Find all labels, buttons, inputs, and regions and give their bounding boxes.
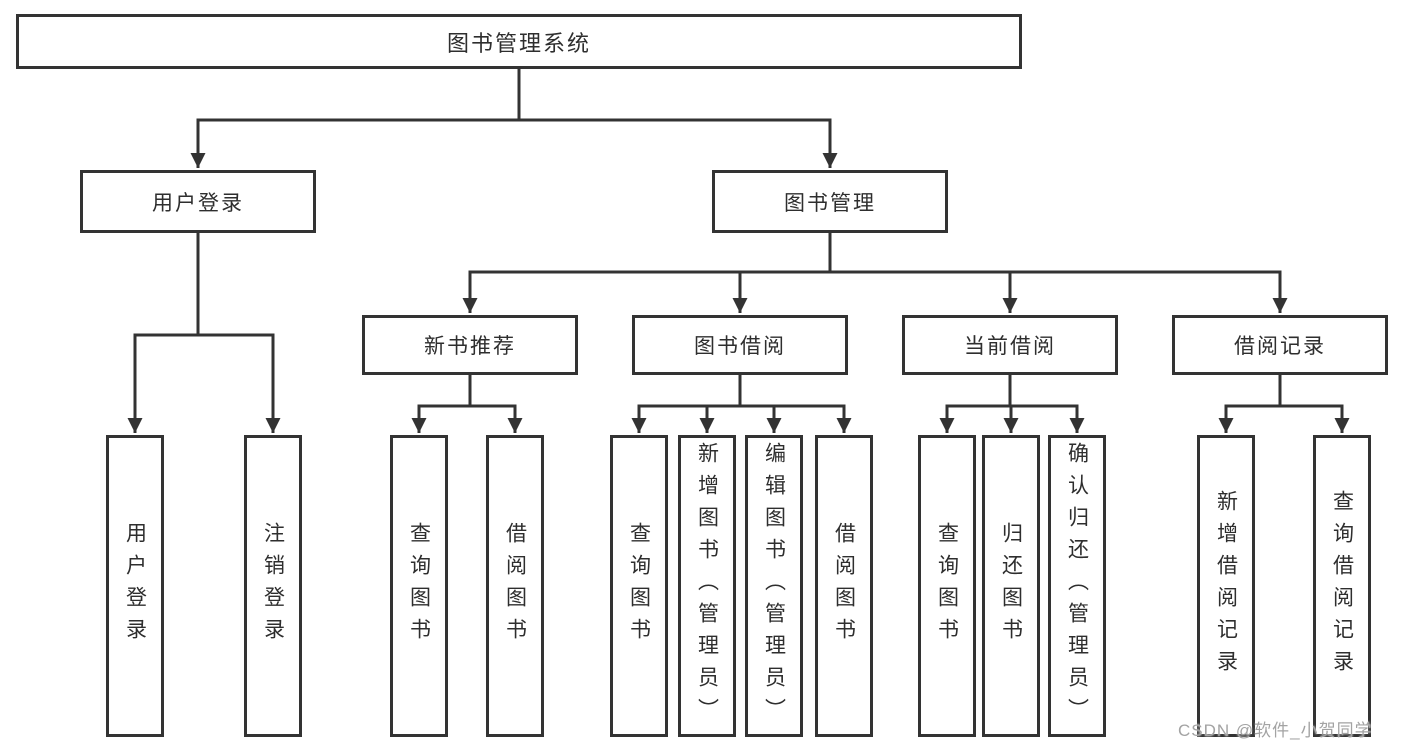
node-label: 查询图书 (407, 522, 431, 650)
node-label: 注销登录 (261, 522, 285, 650)
leaf-return-book: 归还图书 (982, 435, 1040, 737)
node-user-login: 用户登录 (80, 170, 316, 233)
node-label: 当前借阅 (964, 335, 1056, 358)
leaf-borrow-book-recommend: 借阅图书 (486, 435, 544, 737)
leaf-query-book-borrow: 查询图书 (610, 435, 668, 737)
node-label: 归还图书 (999, 522, 1023, 650)
leaf-add-book-admin: 新增图书（管理员） (678, 435, 736, 737)
node-label: 新增借阅记录 (1214, 490, 1238, 682)
node-book-borrow: 图书借阅 (632, 315, 848, 375)
node-label: 确认归还（管理员） (1065, 442, 1089, 730)
leaf-query-book-recommend: 查询图书 (390, 435, 448, 737)
node-label: 查询借阅记录 (1330, 490, 1354, 682)
leaf-query-borrow-record: 查询借阅记录 (1313, 435, 1371, 737)
node-label: 查询图书 (627, 522, 651, 650)
leaf-confirm-return-admin: 确认归还（管理员） (1048, 435, 1106, 737)
leaf-borrow-book: 借阅图书 (815, 435, 873, 737)
node-library-management-system: 图书管理系统 (16, 14, 1022, 69)
leaf-add-borrow-record: 新增借阅记录 (1197, 435, 1255, 737)
node-label: 新增图书（管理员） (695, 442, 719, 730)
csdn-watermark: CSDN @软件_小贺同学 (1178, 721, 1373, 740)
node-borrow-records: 借阅记录 (1172, 315, 1388, 375)
node-label: 图书借阅 (694, 335, 786, 358)
node-label: 用户登录 (123, 522, 147, 650)
node-label: 图书管理 (784, 191, 876, 215)
node-label: 借阅图书 (832, 522, 856, 650)
node-label: 编辑图书（管理员） (762, 442, 786, 730)
leaf-user-login: 用户登录 (106, 435, 164, 737)
node-new-book-recommend: 新书推荐 (362, 315, 578, 375)
node-label: 图书管理系统 (446, 30, 591, 56)
leaf-edit-book-admin: 编辑图书（管理员） (745, 435, 803, 737)
node-label: 用户登录 (152, 191, 244, 215)
node-current-borrow: 当前借阅 (902, 315, 1118, 375)
leaf-query-book-current: 查询图书 (918, 435, 976, 737)
node-label: 借阅图书 (503, 522, 527, 650)
node-label: 新书推荐 (424, 335, 516, 358)
node-book-management: 图书管理 (712, 170, 948, 233)
node-label: 借阅记录 (1234, 335, 1326, 358)
node-label: 查询图书 (935, 522, 959, 650)
leaf-logout-login: 注销登录 (244, 435, 302, 737)
